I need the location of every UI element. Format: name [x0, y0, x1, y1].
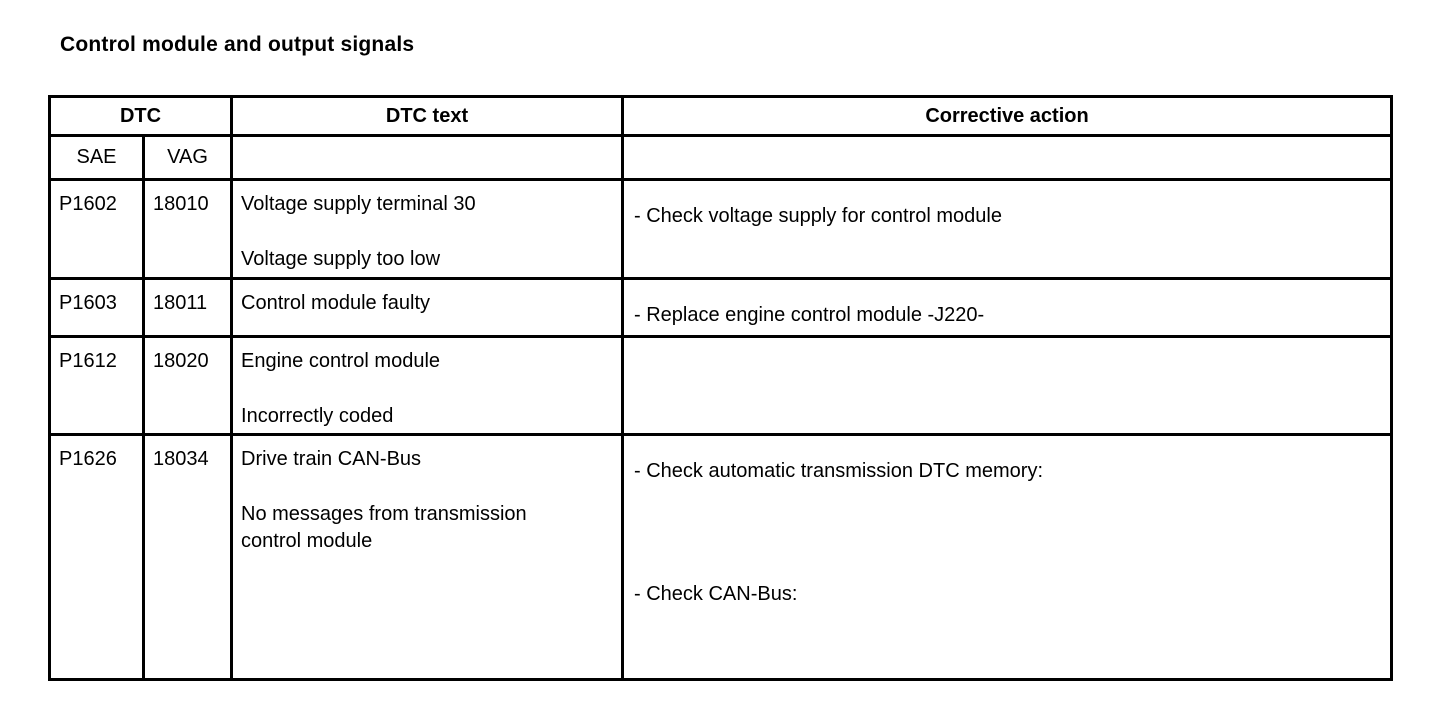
corrective-action-cell: - Check voltage supply for control modul…	[621, 178, 1394, 280]
dtc-text-line: Voltage supply too low	[241, 248, 441, 270]
dtc-text-cell: Engine control module Incorrectly coded	[230, 335, 625, 436]
dtc-text-cell: Drive train CAN-Bus No messages from tra…	[230, 433, 625, 681]
corrective-action-cell: - Replace engine control module -J220-	[621, 277, 1394, 338]
table-row: P1612 18020 Engine control module Incorr…	[48, 335, 1394, 436]
dtc-text-cell: Control module faulty	[230, 277, 625, 338]
header-row-main: DTC DTC text Corrective action	[47, 95, 1394, 137]
vag-code: 18011	[141, 277, 234, 338]
corrective-action-line: - Check CAN-Bus:	[634, 583, 798, 605]
sae-code: P1612	[48, 335, 145, 436]
dtc-text-line: Engine control module	[241, 350, 441, 372]
column-header-dtc-text: DTC text	[230, 95, 625, 137]
sae-code: P1602	[48, 178, 145, 280]
header-empty-dtc-text	[230, 134, 625, 181]
dtc-text-cell: Voltage supply terminal 30 Voltage suppl…	[230, 178, 625, 280]
page-title: Control module and output signals	[60, 33, 415, 56]
table-row: P1602 18010 Voltage supply terminal 30 V…	[48, 178, 1394, 280]
column-header-vag: VAG	[141, 134, 234, 181]
corrective-action-line: - Replace engine control module -J220-	[634, 304, 985, 326]
header-empty-corrective-action	[621, 134, 1394, 181]
vag-code: 18010	[141, 178, 234, 280]
sae-code: P1626	[48, 433, 145, 681]
vag-code: 18020	[141, 335, 234, 436]
corrective-action-line: - Check automatic transmission DTC memor…	[634, 460, 1043, 482]
dtc-text-line: Incorrectly coded	[241, 405, 394, 427]
column-header-corrective-action: Corrective action	[621, 95, 1394, 137]
table-row: P1603 18011 Control module faulty - Repl…	[48, 277, 1394, 338]
dtc-text-line: No messages from transmission control mo…	[241, 503, 527, 552]
column-header-dtc: DTC	[47, 95, 234, 137]
table-row: P1626 18034 Drive train CAN-Bus No messa…	[48, 433, 1394, 681]
vag-code: 18034	[141, 433, 234, 681]
sae-code: P1603	[48, 277, 145, 338]
dtc-text-line: Voltage supply terminal 30	[241, 193, 476, 215]
dtc-text-line: Control module faulty	[241, 292, 430, 314]
dtc-text-line: Drive train CAN-Bus	[241, 448, 422, 470]
corrective-action-line: - Check voltage supply for control modul…	[634, 205, 1002, 227]
corrective-action-cell	[621, 335, 1394, 436]
dtc-table: DTC DTC text Corrective action SAE VAG P…	[47, 95, 1394, 681]
column-header-sae: SAE	[48, 134, 145, 181]
corrective-action-cell: - Check automatic transmission DTC memor…	[621, 433, 1394, 681]
header-row-sub: SAE VAG	[48, 134, 1394, 181]
